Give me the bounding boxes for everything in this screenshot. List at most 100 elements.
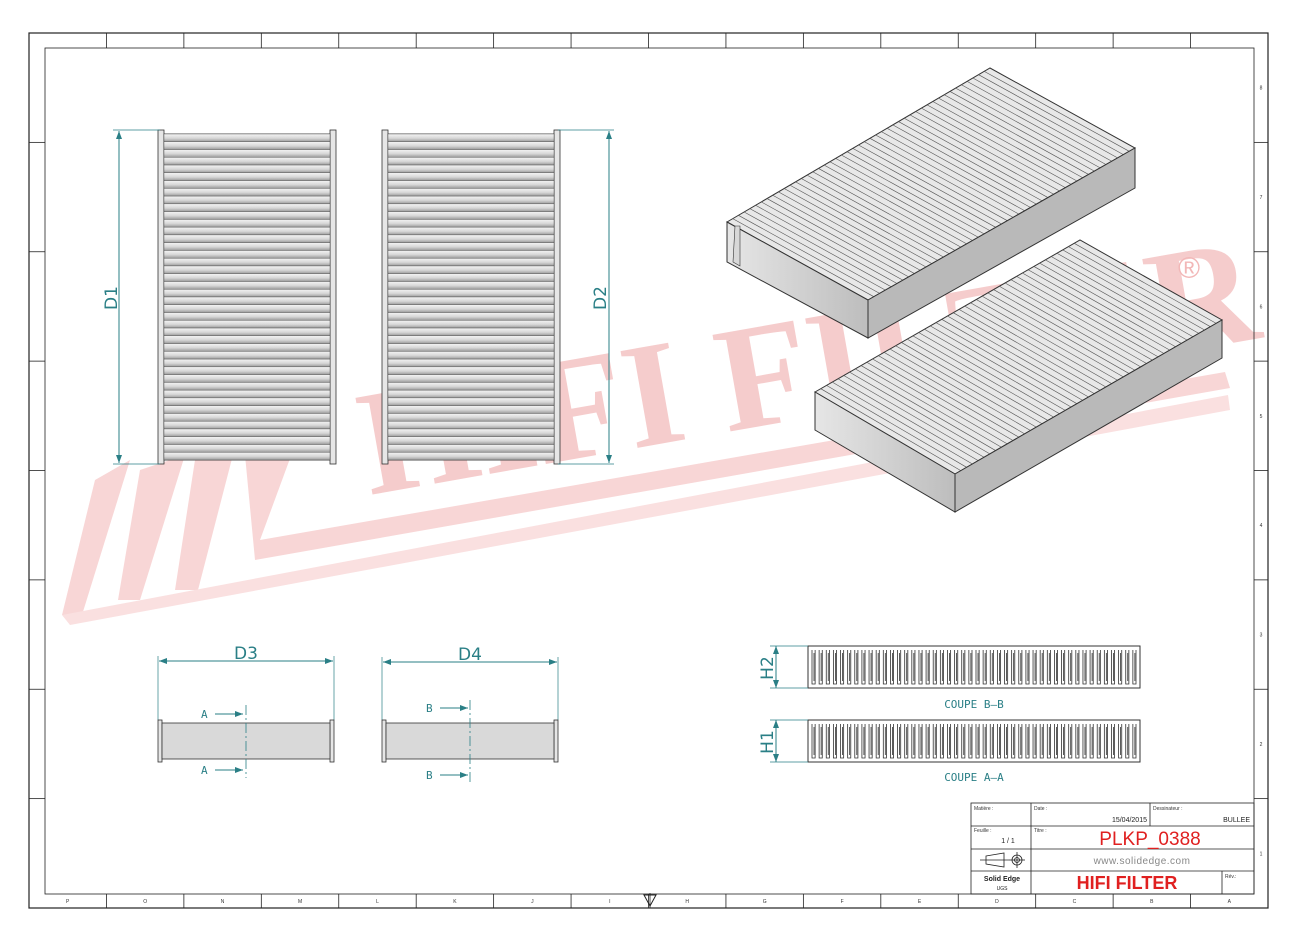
zone-letter: K xyxy=(453,899,457,905)
iso-pleat-line xyxy=(915,111,1060,192)
iso-pleat-line xyxy=(841,154,985,235)
iso-pleat-line xyxy=(904,117,1049,198)
iso-pleat-line xyxy=(1062,249,1205,331)
pleat-row xyxy=(163,320,331,329)
iso-pleat-line xyxy=(901,342,1043,425)
pleat-row xyxy=(387,219,555,228)
iso-pleat-line xyxy=(909,114,1054,195)
iso-pleat-line xyxy=(912,335,1054,418)
iso-pleat-line xyxy=(812,171,956,251)
iso-pleat-line xyxy=(749,208,892,288)
pleat-row xyxy=(387,149,555,158)
iso-pleat-line xyxy=(1074,243,1217,324)
zone-number: 7 xyxy=(1260,195,1263,201)
iso-pleat-line xyxy=(864,141,1008,221)
matiere-label: Matière : xyxy=(974,806,993,812)
iso-pleat-line xyxy=(1004,282,1147,364)
zone-letter: P xyxy=(66,899,70,905)
iso-pleat-line xyxy=(970,302,1112,384)
zone-letter: G xyxy=(763,899,767,905)
zone-letter: B xyxy=(1150,899,1154,905)
zone-number: 5 xyxy=(1260,414,1263,420)
iso-pleat-line xyxy=(1022,272,1165,354)
iso-pleat-line xyxy=(935,322,1078,404)
pleat-row xyxy=(387,172,555,181)
inner-frame xyxy=(44,47,1255,895)
pleat-row xyxy=(163,358,331,368)
isometric-filter-upper xyxy=(725,67,1137,339)
rev-label: Rév.: xyxy=(1225,874,1236,880)
iso-pleat-line xyxy=(852,148,996,228)
d2-label: D2 xyxy=(591,286,611,310)
software-name: Solid Edge xyxy=(984,876,1020,883)
iso-pleat-line xyxy=(869,138,1014,218)
iso-pleat-line xyxy=(860,365,1002,448)
d3-label: D3 xyxy=(234,644,258,664)
pleat-row xyxy=(387,133,555,142)
pleat-row xyxy=(387,335,555,344)
zone-number: 8 xyxy=(1260,86,1263,92)
pleat-row xyxy=(387,397,555,406)
iso-pleat-line xyxy=(826,385,967,468)
pleat-row xyxy=(163,312,331,321)
zone-number: 4 xyxy=(1260,523,1263,529)
zone-letter: O xyxy=(143,899,147,905)
pleat-row xyxy=(387,444,555,453)
pleat-row xyxy=(387,203,555,212)
iso-pleat-line xyxy=(966,81,1112,162)
feuille-label: Feuille : xyxy=(974,828,992,834)
iso-pleat-line xyxy=(824,164,967,245)
pleat-row xyxy=(387,420,555,430)
d1-label: D1 xyxy=(102,286,122,310)
pleat-row xyxy=(387,164,555,174)
pleat-row xyxy=(163,265,331,274)
section-mark-b-bottom: B xyxy=(426,769,433,782)
zone-number: 6 xyxy=(1260,304,1263,310)
iso-pleat-line xyxy=(801,178,944,258)
iso-pleat-line xyxy=(829,161,973,241)
pleat-row xyxy=(387,405,555,414)
front-view-right xyxy=(381,129,561,465)
pleat-row xyxy=(387,250,555,259)
iso-pleat-line xyxy=(866,362,1008,445)
pleat-row xyxy=(163,157,331,166)
zone-letter: D xyxy=(995,899,999,905)
zone-letter: A xyxy=(1228,899,1232,905)
iso-pleat-line xyxy=(984,71,1130,152)
title-block xyxy=(970,802,1255,895)
part-number: PLKP_0388 xyxy=(1099,829,1200,850)
iso-pleat-line xyxy=(849,371,990,455)
pleat-row xyxy=(163,250,331,259)
iso-pleat-line xyxy=(1010,279,1153,361)
iso-pleat-line xyxy=(941,319,1083,401)
iso-pleat-line xyxy=(947,315,1089,398)
pleat-rows-right xyxy=(387,133,555,461)
pleat-row xyxy=(163,296,331,305)
pleat-row xyxy=(163,257,331,267)
iso-pleat-line xyxy=(926,104,1072,185)
iso-pleat-line xyxy=(744,211,886,291)
iso-pleat-line xyxy=(875,134,1020,215)
iso-pleat-line xyxy=(1051,256,1194,338)
pleat-row xyxy=(387,242,555,251)
iso-pleat-line xyxy=(918,332,1060,414)
zone-ticks xyxy=(29,33,1268,908)
iso-pleat-line xyxy=(898,121,1043,202)
dessinateur-value: BULLEE xyxy=(1223,817,1250,824)
iso-pleat-line xyxy=(832,381,973,465)
iso-pleat-line xyxy=(895,345,1037,428)
pleat-row xyxy=(387,358,555,368)
pleat-row xyxy=(163,420,331,430)
iso-pleat-line xyxy=(981,295,1124,378)
iso-pleat-line xyxy=(921,107,1066,188)
pleat-row xyxy=(387,188,555,197)
pleat-row xyxy=(387,180,555,189)
iso-pleat-line xyxy=(892,124,1037,205)
section-b-b xyxy=(770,645,1141,689)
pleat-row xyxy=(387,320,555,329)
iso-pleat-line xyxy=(1039,262,1182,344)
iso-pleat-line xyxy=(949,91,1095,172)
isometric-filter-lower xyxy=(814,239,1224,513)
